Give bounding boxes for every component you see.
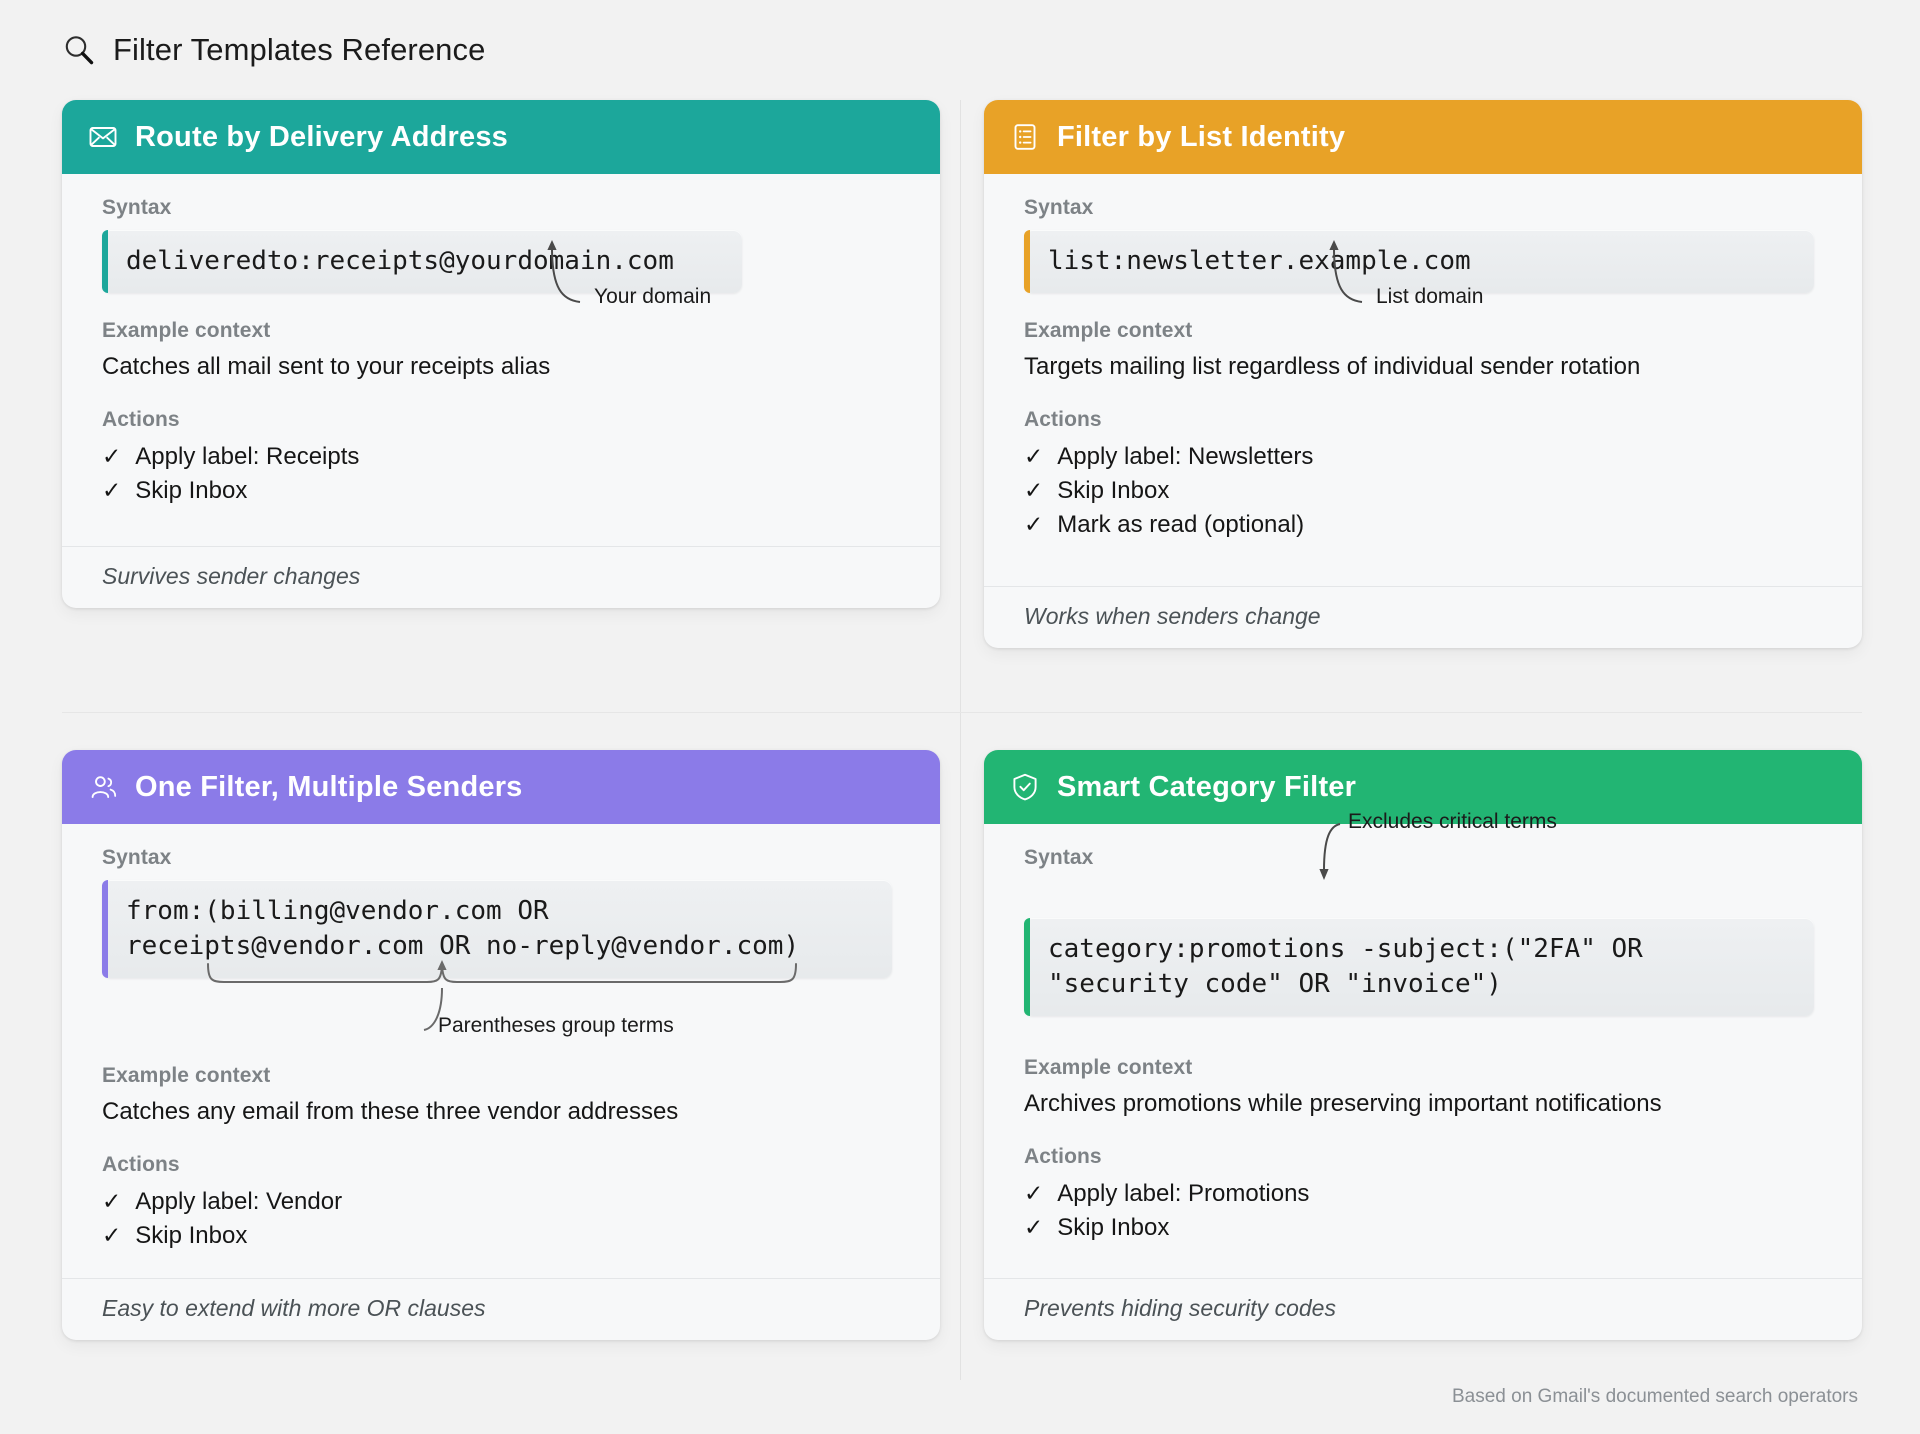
quadrant-bottom-right: Smart Category Filter Syntax Excludes cr…	[984, 750, 1862, 1378]
action-label: Apply label: Newsletters	[1057, 443, 1314, 471]
example-context-text: Archives promotions while preserving imp…	[1024, 1090, 1662, 1118]
quadrant-top-right: Filter by List Identity Syntax list:news…	[984, 100, 1862, 728]
action-item: ✓ Apply label: Vendor	[102, 1185, 900, 1219]
card-body: Syntax deliveredto:receipts@yourdomain.c…	[62, 174, 940, 546]
card-header: One Filter, Multiple Senders	[62, 750, 940, 824]
example-context-label: Example context	[1024, 1056, 1193, 1080]
card-header: Smart Category Filter	[984, 750, 1862, 824]
action-item: ✓ Mark as read (optional)	[1024, 508, 1822, 542]
list-document-icon	[1010, 122, 1040, 152]
check-icon: ✓	[1024, 443, 1044, 470]
card-body: Syntax list:newsletter.example.com List …	[984, 174, 1862, 586]
syntax-label: Syntax	[102, 196, 172, 219]
action-label: Skip Inbox	[135, 477, 248, 505]
actions-list: ✓ Apply label: Promotions ✓ Skip Inbox	[1024, 1177, 1822, 1245]
actions-label: Actions	[1024, 1145, 1102, 1169]
cards-grid: Route by Delivery Address Syntax deliver…	[62, 100, 1862, 1378]
card-body: Syntax Excludes critical terms category:…	[984, 810, 1862, 1278]
check-icon: ✓	[1024, 1214, 1044, 1241]
check-icon: ✓	[1024, 477, 1044, 504]
card-footer: Prevents hiding security codes	[984, 1278, 1862, 1340]
card-filter-by-list-identity[interactable]: Filter by List Identity Syntax list:news…	[984, 100, 1862, 648]
example-context-text: Catches any email from these three vendo…	[102, 1098, 679, 1126]
action-label: Skip Inbox	[1057, 1214, 1170, 1242]
action-label: Apply label: Promotions	[1057, 1180, 1310, 1208]
syntax-code-wrap: from:(billing@vendor.com OR receipts@ven…	[102, 880, 900, 979]
action-item: ✓ Apply label: Receipts	[102, 440, 900, 474]
action-item: ✓ Skip Inbox	[1024, 474, 1822, 508]
quadrant-bottom-left: One Filter, Multiple Senders Syntax from…	[62, 750, 940, 1378]
actions-label: Actions	[1024, 408, 1102, 432]
action-item: ✓ Apply label: Promotions	[1024, 1177, 1822, 1211]
check-icon: ✓	[102, 1188, 122, 1215]
example-context-text: Catches all mail sent to your receipts a…	[102, 353, 551, 381]
actions-list: ✓ Apply label: Vendor ✓ Skip Inbox	[102, 1185, 900, 1253]
card-title: Smart Category Filter	[1057, 770, 1357, 803]
syntax-label: Syntax	[1024, 196, 1094, 219]
search-icon	[62, 33, 96, 67]
envelope-icon	[88, 122, 118, 152]
quadrant-divider-vertical	[960, 100, 961, 1380]
check-icon: ✓	[1024, 511, 1044, 538]
users-icon	[88, 772, 118, 802]
syntax-code-line: deliveredto:receipts@yourdomain.com	[126, 246, 674, 276]
check-icon: ✓	[102, 1222, 122, 1249]
actions-list: ✓ Apply label: Newsletters ✓ Skip Inbox …	[1024, 440, 1822, 542]
syntax-code-wrap: category:promotions -subject:("2FA" OR "…	[1024, 918, 1822, 1017]
syntax-code-line: "security code" OR "invoice")	[1048, 969, 1502, 1000]
actions-label: Actions	[102, 408, 180, 432]
syntax-code-line: from:(billing@vendor.com OR	[126, 896, 549, 926]
card-header: Filter by List Identity	[984, 100, 1862, 174]
page-title: Filter Templates Reference	[113, 32, 486, 67]
card-one-filter-multiple-senders[interactable]: One Filter, Multiple Senders Syntax from…	[62, 750, 940, 1340]
action-item: ✓ Skip Inbox	[102, 474, 900, 508]
card-footer: Survives sender changes	[62, 546, 940, 608]
syntax-code-block[interactable]: list:newsletter.example.com	[1024, 230, 1814, 294]
card-smart-category-filter[interactable]: Smart Category Filter Syntax Excludes cr…	[984, 750, 1862, 1340]
actions-label: Actions	[102, 1153, 180, 1177]
page-header: Filter Templates Reference	[62, 32, 485, 68]
action-label: Skip Inbox	[1057, 477, 1170, 505]
card-footer: Works when senders change	[984, 586, 1862, 648]
example-context-text: Targets mailing list regardless of indiv…	[1024, 353, 1641, 381]
action-label: Apply label: Receipts	[135, 443, 360, 471]
syntax-code-wrap: deliveredto:receipts@yourdomain.com	[102, 230, 900, 294]
check-icon: ✓	[102, 477, 122, 504]
syntax-code-block[interactable]: deliveredto:receipts@yourdomain.com	[102, 230, 742, 294]
syntax-code-line: category:promotions -subject:("2FA" OR	[1048, 934, 1643, 964]
action-label: Skip Inbox	[135, 1222, 248, 1250]
card-header: Route by Delivery Address	[62, 100, 940, 174]
syntax-code-block[interactable]: category:promotions -subject:("2FA" OR "…	[1024, 918, 1814, 1017]
action-item: ✓ Apply label: Newsletters	[1024, 440, 1822, 474]
example-context-label: Example context	[1024, 319, 1193, 343]
quadrant-divider-horizontal	[62, 712, 1862, 713]
syntax-code-wrap: list:newsletter.example.com	[1024, 230, 1822, 294]
check-icon: ✓	[1024, 1180, 1044, 1207]
card-title: Route by Delivery Address	[135, 120, 508, 153]
shield-check-icon	[1010, 772, 1040, 802]
source-note: Based on Gmail's documented search opera…	[1451, 1386, 1858, 1407]
action-item: ✓ Skip Inbox	[102, 1219, 900, 1253]
example-context-label: Example context	[102, 319, 271, 343]
check-icon: ✓	[102, 443, 122, 470]
card-footer: Easy to extend with more OR clauses	[62, 1278, 940, 1340]
card-title: One Filter, Multiple Senders	[135, 770, 523, 803]
syntax-code-line: receipts@vendor.com OR no-reply@vendor.c…	[126, 931, 800, 962]
action-label: Mark as read (optional)	[1057, 511, 1305, 539]
card-route-by-delivery-address[interactable]: Route by Delivery Address Syntax deliver…	[62, 100, 940, 608]
card-body: Syntax from:(billing@vendor.com OR recei…	[62, 824, 940, 1278]
card-title: Filter by List Identity	[1057, 120, 1346, 153]
quadrant-top-left: Route by Delivery Address Syntax deliver…	[62, 100, 940, 728]
syntax-label: Syntax	[102, 846, 172, 869]
action-item: ✓ Skip Inbox	[1024, 1211, 1822, 1245]
actions-list: ✓ Apply label: Receipts ✓ Skip Inbox	[102, 440, 900, 508]
example-context-label: Example context	[102, 1064, 271, 1088]
syntax-label: Syntax	[1024, 846, 1094, 869]
syntax-code-line: list:newsletter.example.com	[1048, 246, 1471, 276]
syntax-code-block[interactable]: from:(billing@vendor.com OR receipts@ven…	[102, 880, 892, 979]
action-label: Apply label: Vendor	[135, 1188, 343, 1216]
